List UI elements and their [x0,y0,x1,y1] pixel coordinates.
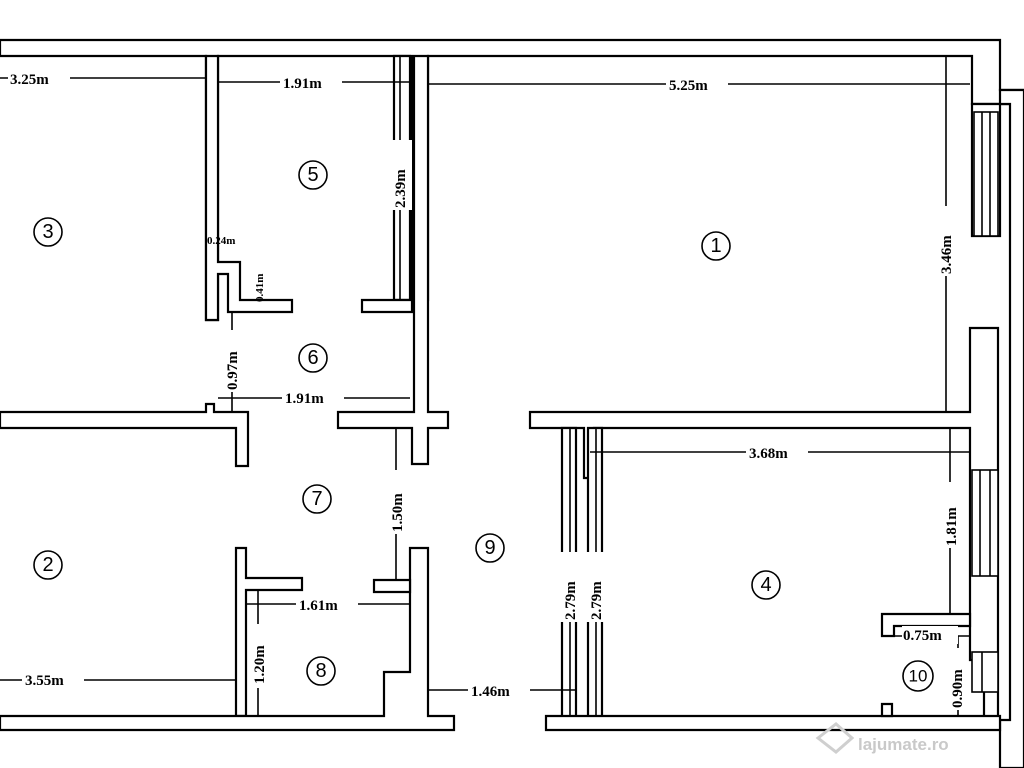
dim-2-79-a: 2.79m [563,581,579,620]
room-1-label: 1 [701,231,731,261]
windows [971,111,999,693]
dim-0-90: 0.90m [950,669,966,708]
window-room-10 [971,651,999,693]
svg-text:5: 5 [307,164,318,186]
dim-1-81: 1.81m [944,507,960,546]
svg-text:10: 10 [909,667,928,686]
room-2-label: 2 [33,550,63,580]
dim-0-24: 0.24m [207,235,235,247]
dim-1-91-top: 1.91m [283,76,322,92]
dim-1-46: 1.46m [471,684,510,700]
svg-text:3: 3 [42,221,53,243]
room-5-label: 5 [298,160,328,190]
svg-text:2: 2 [42,554,53,576]
watermark-logo-icon [815,722,855,754]
dim-0-97: 0.97m [225,351,241,390]
room-3-label: 3 [33,217,63,247]
room-numbers: 1 2 3 4 5 6 7 8 [33,160,934,692]
dim-1-91-mid: 1.91m [285,391,324,407]
svg-text:1: 1 [710,235,721,257]
top-exterior-wall [0,38,1024,322]
svg-text:9: 9 [484,537,495,559]
dim-1-20: 1.20m [252,645,268,684]
watermark: lajumate.ro [815,722,949,754]
dim-3-55: 3.55m [25,673,64,689]
room-7-label: 7 [302,484,332,514]
right-upper-edge [998,88,1024,768]
svg-text:6: 6 [307,347,318,369]
dim-5-25: 5.25m [669,78,708,94]
svg-text:7: 7 [311,488,322,510]
room-10-label: 10 [902,660,934,692]
wall-1-left [336,54,450,466]
wall-10 [880,612,972,638]
room-6-label: 6 [298,343,328,373]
wall-7-9 [0,546,456,732]
dim-1-61: 1.61m [299,598,338,614]
dim-3-46: 3.46m [939,235,955,274]
dim-0-41: 0.41m [254,274,266,302]
dim-2-39: 2.39m [393,169,409,208]
walls [0,38,1024,768]
stub-7-8 [372,578,412,594]
bottom-right-wall [544,714,1002,732]
window-room-1 [973,111,999,237]
stub-5-6 [360,298,414,314]
room-9-label: 9 [475,533,505,563]
partition-3-5 [204,54,294,322]
watermark-text: lajumate.ro [858,735,949,754]
wall-3-2 [0,402,250,468]
dim-0-75: 0.75m [903,628,942,644]
room-8-label: 8 [306,656,336,686]
dimension-lines [0,56,970,716]
wall-1-4 [528,326,1000,722]
svg-text:8: 8 [315,660,326,682]
room-4-label: 4 [751,570,781,600]
dim-3-25: 3.25m [10,72,49,88]
stub-10-bottom [880,702,894,718]
dim-2-79-b: 2.79m [589,581,605,620]
dim-3-68: 3.68m [749,446,788,462]
dim-1-50: 1.50m [390,493,406,532]
dimension-labels: 3.25m 1.91m 5.25m 2.39m 3.46m 0.24m 0.41… [8,68,968,710]
svg-text:4: 4 [760,574,771,596]
window-room-4 [971,469,999,577]
